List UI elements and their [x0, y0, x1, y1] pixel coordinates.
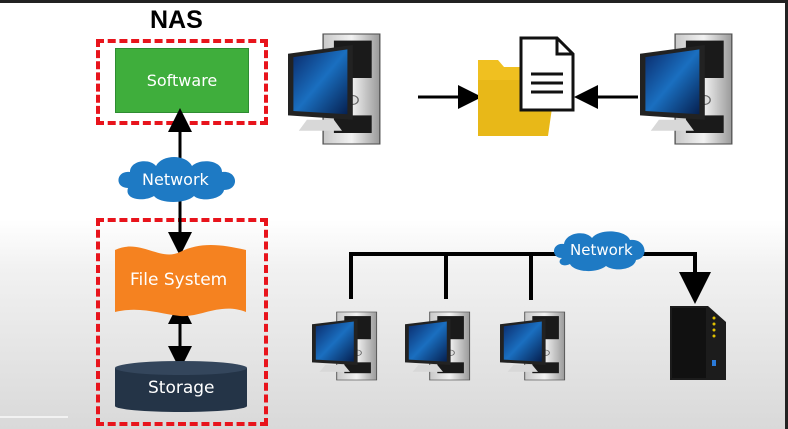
nas-device-icon: [670, 306, 726, 380]
nas-storage-boundary: [96, 218, 268, 426]
top-border: [0, 0, 788, 3]
file-system-label: File System: [130, 270, 228, 290]
network-label-right: Network: [570, 241, 633, 259]
video-progress-bar[interactable]: [0, 416, 68, 418]
document-icon: [519, 36, 575, 112]
desktop-computer-right: [639, 33, 733, 145]
desktop-computer-client-3: [499, 311, 566, 381]
network-cloud-right: [553, 231, 645, 272]
right-border: [785, 0, 788, 429]
desktop-computer-client-2: [404, 311, 471, 381]
network-label-left: Network: [142, 170, 209, 189]
software-box: Software: [115, 48, 249, 113]
storage-label: Storage: [148, 378, 215, 398]
desktop-computer-client-1: [311, 311, 378, 381]
storage-cylinder: [115, 361, 247, 412]
software-label: Software: [146, 71, 218, 90]
file-system-shape: [115, 245, 246, 317]
network-cloud-left: [118, 157, 236, 202]
network-bus: [349, 252, 711, 304]
desktop-computer-left: [287, 33, 381, 145]
diagram-title: NAS: [150, 6, 203, 34]
